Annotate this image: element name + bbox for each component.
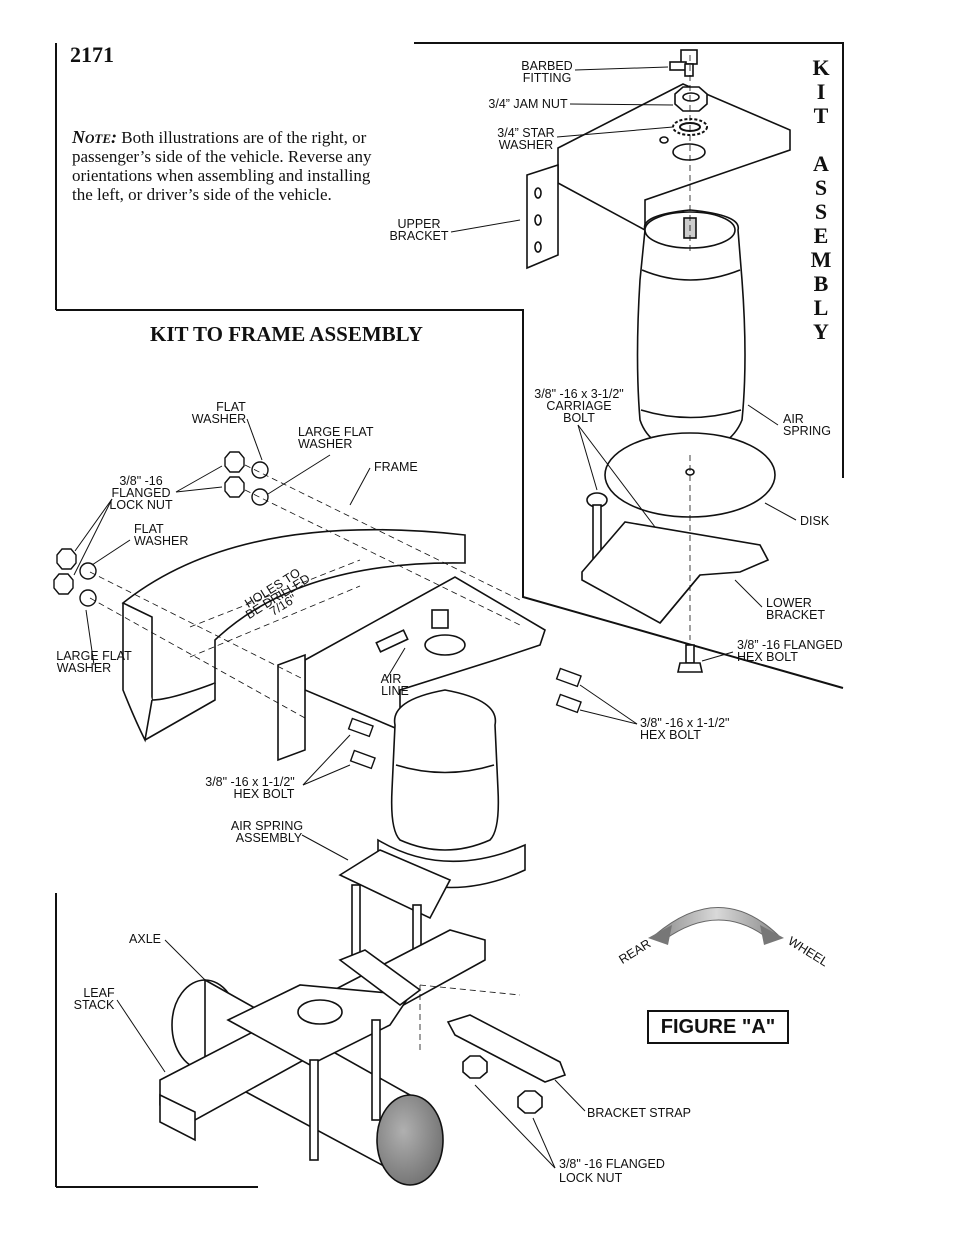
top-section-border	[414, 42, 844, 478]
flanged-hex-bolt-top-drawing	[677, 644, 703, 673]
label-bracket-strap: BRACKET STRAP	[587, 1106, 691, 1120]
label-axle: AXLE	[129, 932, 161, 946]
kit-title-letter: M	[810, 247, 832, 272]
label-hex-bolt-right: 3/8" -16 x 1-1/2"HEX BOLT	[640, 716, 729, 742]
dashed-guides	[89, 55, 691, 1050]
kit-frame-border	[56, 309, 844, 689]
label-rear: REAR	[616, 936, 653, 966]
frame-rail-drawing	[121, 528, 466, 743]
section-borders	[55, 42, 844, 1188]
label-disk: DISK	[800, 514, 830, 528]
jam-nut-drawing	[674, 86, 708, 112]
air-spring-top-drawing	[636, 209, 746, 453]
lower-bracket-drawing	[581, 521, 770, 625]
kit-assembly-vertical-title: K I T A S S E M B L Y	[806, 56, 836, 344]
label-jam-nut: 3/4” JAM NUT	[488, 97, 568, 111]
barbed-fitting-drawing	[669, 49, 698, 77]
leader-lines	[73, 66, 797, 1169]
kit-title-letter: Y	[813, 319, 829, 344]
leaf-stack-axle-drawing	[159, 929, 486, 1186]
label-holes-to-drill: HOLES TOBE DRILLED7/16"	[238, 563, 318, 630]
kit-title-letter: E	[813, 223, 829, 248]
kit-title-letter: I	[816, 79, 826, 104]
bracket-strap-drawing	[446, 1014, 567, 1114]
direction-arrow-icon	[648, 907, 784, 945]
figure-a-box: FIGURE "A"	[647, 1010, 789, 1044]
note-heading: Note:	[72, 127, 117, 147]
label-wheel: WHEEL	[786, 934, 831, 969]
small-hardware-top	[53, 451, 269, 607]
kit-title-letter: K	[812, 55, 830, 80]
kit-title-letter: B	[813, 271, 829, 296]
page-number: 2171	[70, 42, 114, 67]
kit-to-frame-title: KIT TO FRAME ASSEMBLY	[150, 322, 423, 346]
note-block: Note: Both illustrations are of the righ…	[72, 127, 392, 205]
kit-on-frame-drawing	[277, 576, 546, 986]
kit-title-letter: L	[813, 295, 829, 320]
label-frame: FRAME	[374, 460, 418, 474]
kit-title-letter: T	[813, 103, 829, 128]
hex-bolts-drawing	[347, 667, 582, 770]
note-text: Both illustrations are of the right, or …	[72, 128, 372, 204]
kit-title-letter: A	[813, 151, 829, 176]
label-hex-bolt-left: 3/8" -16 x 1-1/2"HEX BOLT	[205, 775, 295, 801]
kit-title-letter: S	[814, 199, 828, 224]
kit-title-letter: S	[814, 175, 828, 200]
